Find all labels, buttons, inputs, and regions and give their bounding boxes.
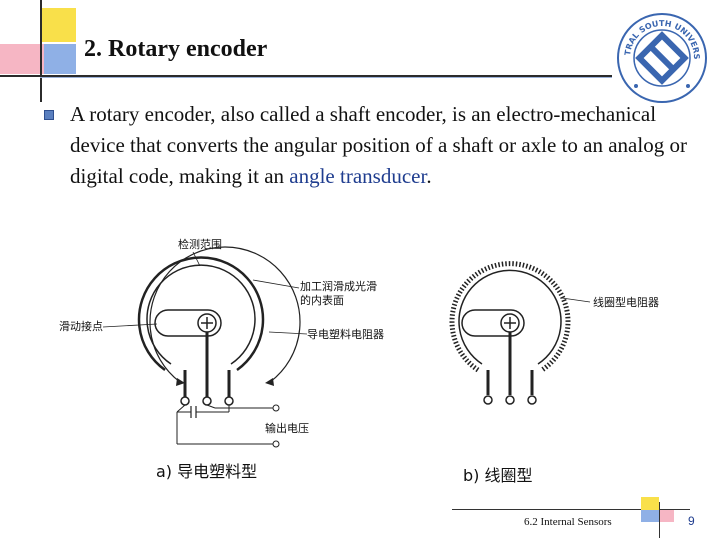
page-number: 9 xyxy=(688,514,695,528)
body-text-end: . xyxy=(426,164,432,188)
footer-pink-square xyxy=(660,510,674,522)
coil-ring xyxy=(449,261,571,373)
resistor-outer xyxy=(137,256,265,372)
footer-divider xyxy=(659,502,660,538)
accent-term: angle transducer xyxy=(289,164,427,188)
diagram-wire-wound: 线圈型电阻器 xyxy=(449,261,659,405)
decor-pink-square xyxy=(0,44,44,74)
arrow-right-icon xyxy=(265,378,274,386)
footer-rule xyxy=(452,509,690,510)
label-inner-surface-1: 加工润滑成光滑 xyxy=(300,279,377,293)
title-underline xyxy=(0,75,612,77)
caption-a: a) 导电塑料型 xyxy=(156,462,258,481)
body-paragraph: A rotary encoder, also called a shaft en… xyxy=(70,99,690,192)
caption-b: b) 线圈型 xyxy=(463,466,533,485)
label-sliding-contact: 滑动接点 xyxy=(59,320,103,333)
bullet-icon xyxy=(44,110,54,120)
decor-blue-square xyxy=(44,44,76,74)
decor-yellow-square xyxy=(42,8,76,42)
label-wire-resistor: 线圈型电阻器 xyxy=(593,295,659,309)
slide-title: 2. Rotary encoder xyxy=(84,36,268,62)
title-underline-shadow xyxy=(40,77,612,78)
arrow-left-icon xyxy=(176,378,185,386)
footer-yellow-square xyxy=(641,497,659,510)
footer-blue-square xyxy=(641,510,659,522)
label-detection-range: 检测范围 xyxy=(178,237,222,251)
label-resistor: 导电塑料电阻器 xyxy=(307,327,384,341)
coil-inner xyxy=(458,269,562,365)
label-inner-surface-2: 的内表面 xyxy=(300,293,344,307)
university-logo: CENTRAL SOUTH UNIVERSITY xyxy=(616,12,707,103)
footer-section-label: 6.2 Internal Sensors xyxy=(524,516,612,528)
diagram-conductive-plastic: 检测范围 加工润滑成光滑 的内表面 滑动接点 导电塑料电阻器 输出电压 xyxy=(59,237,384,448)
resistor-inner xyxy=(146,264,256,365)
label-output-voltage: 输出电压 xyxy=(265,421,309,435)
decor-vertical-line xyxy=(40,0,42,102)
body-text: A rotary encoder, also called a shaft en… xyxy=(70,102,687,188)
